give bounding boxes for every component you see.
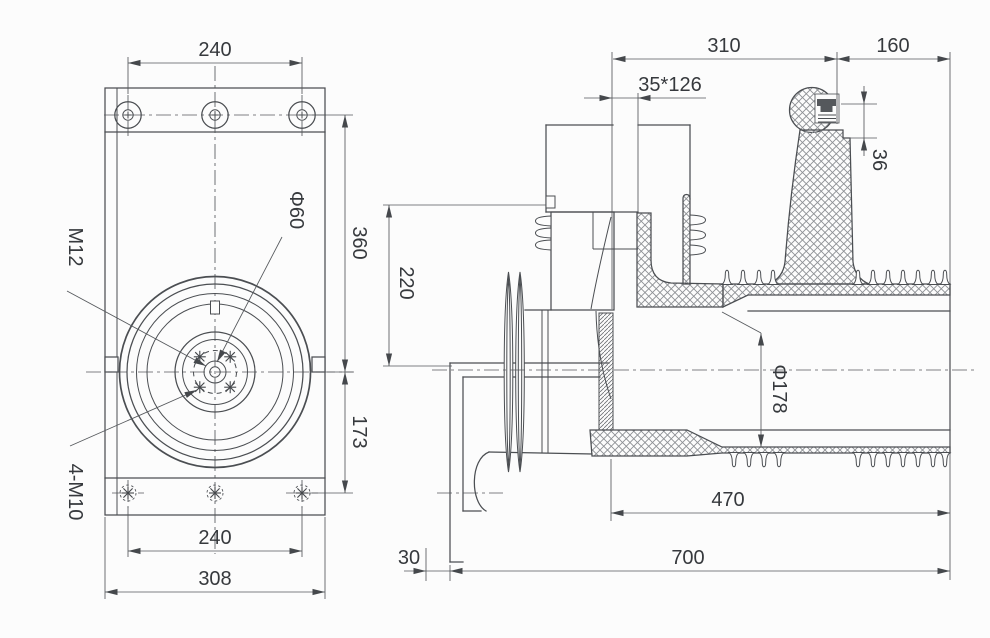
key-notch xyxy=(210,300,220,315)
front-view: 240 360 173 240 308 Φ60 M12 xyxy=(64,39,370,599)
dim-side-shed-length: 470 xyxy=(711,489,744,511)
dim-front-top-bolt-spacing: 240 xyxy=(198,39,231,61)
dim-side-bore-diameter: Φ178 xyxy=(768,364,790,413)
dim-side-plate-offset: 30 xyxy=(398,547,420,569)
dim-front-bottom-bolt-spacing: 240 xyxy=(198,527,231,549)
dim-side-terminal-step: 36 xyxy=(868,149,890,171)
label-corner-holes: 4-M10 xyxy=(64,464,86,521)
dim-front-overall-width: 308 xyxy=(198,568,231,590)
terminal-arm xyxy=(768,86,870,285)
dim-side-busbar-slot: 35*126 xyxy=(638,74,701,96)
corrugated-discs xyxy=(503,271,525,473)
dim-side-terminal-to-end: 160 xyxy=(876,35,909,57)
label-shaft-diameter: Φ60 xyxy=(285,191,307,229)
side-dimensions: 310 160 35*126 36 220 Φ178 470 xyxy=(383,35,951,581)
dim-side-flange-to-terminal: 310 xyxy=(707,35,740,57)
dim-side-overall-length: 700 xyxy=(671,547,704,569)
label-center-thread: M12 xyxy=(64,228,86,267)
terminal-bolt xyxy=(817,99,836,123)
dim-front-upper-height: 360 xyxy=(348,226,370,259)
dim-side-box-height: 220 xyxy=(395,266,417,299)
front-dimensions: 240 360 173 240 308 Φ60 M12 xyxy=(64,39,370,599)
side-section-view: 310 160 35*126 36 220 Φ178 470 xyxy=(383,35,976,581)
dim-front-lower-height: 173 xyxy=(348,415,370,448)
concentric-rings xyxy=(118,275,312,469)
boot-housing xyxy=(524,211,615,453)
flange-plate-section xyxy=(595,310,614,431)
